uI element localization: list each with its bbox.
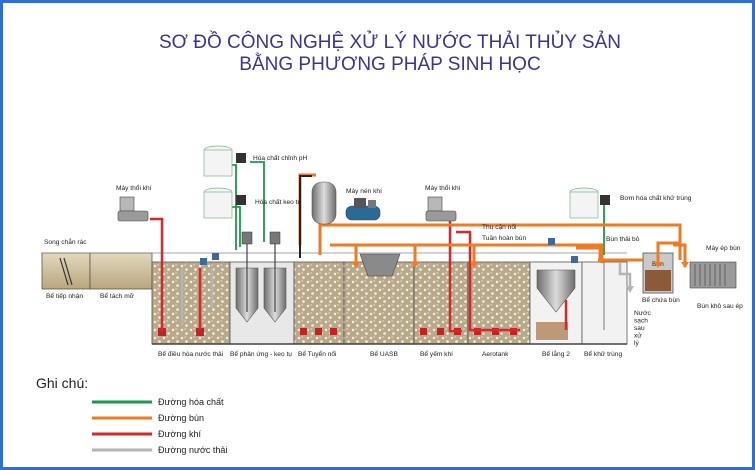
arrow [681,262,689,268]
title-line-1: SƠ ĐỒ CÔNG NGHỆ XỬ LÝ NƯỚC THẢI THỦY SẢN [159,31,621,53]
legend-label: Đường nước thải [158,445,227,455]
arrow [626,286,634,293]
tank-label: Bể khử trùng [584,350,622,358]
arrow [470,262,478,268]
arrow [352,262,360,268]
arrow [654,262,662,268]
tank-label: Bể UASB [370,350,398,358]
legend-label: Đường hóa chất [158,397,224,407]
flotation-pipe [299,175,312,258]
clean-water-line: lý [634,340,639,347]
label-sludge-recovery: Thu cặn nổi [482,223,517,231]
label-blower-left: Máy thổi khí [116,184,152,192]
air-line [150,217,568,333]
clean-water-line: sau [634,325,645,332]
clean-water-line: sạch [634,318,648,325]
clarifier-sludge [536,322,568,340]
chem-tank-coag [203,187,246,219]
tank-label: Aerotank [482,351,509,358]
chem-tank-ph [203,145,246,177]
title-line-2: BẰNG PHƯƠNG PHÁP SINH HỌC [239,53,540,75]
pressure-tank [311,181,337,225]
screen-bar [59,257,69,286]
clean-water-line: xử [634,332,642,340]
tank-label: Bể chứa bùn [642,296,680,304]
mixer-motor [241,231,253,245]
tank-label: Bể yếm khí [420,349,453,358]
tank-label: Bể Tuyển nổi [298,350,337,358]
blower-left [117,196,149,222]
label-chem-coag: Hóa chất keo tụ [255,197,302,206]
valve [200,238,578,265]
air-compressor [345,198,381,221]
tank-label: Bể lắng 2 [542,349,570,358]
mixer-motor [269,231,281,245]
sludge-line [298,173,687,267]
arrow [411,262,419,268]
tank-label: Bể tiếp nhận [46,291,83,300]
chemical-line [232,161,605,255]
legend-label: Đường bùn [158,413,204,423]
wastewater-line [180,262,632,326]
label-sludge-waste: Bùn thải bỏ [606,235,640,243]
tank-label: Bể phản ứng - keo tụ [230,350,292,358]
label-dry-sludge: Bùn khô sau ép [697,303,743,310]
legend-heading: Ghi chú: [36,375,88,391]
tank-label: Bể tách mỡ [100,292,135,300]
chem-tank-disinfect [569,187,610,219]
tank-label: Bể điều hòa nước thải [158,349,224,358]
legend-label: Đường khí [158,429,201,439]
tank-grease-trap [89,252,153,290]
label-disinfect-pump-text: Bơm hóa chất khử trùng [620,193,692,202]
tank-reception [41,252,91,290]
label-clean-water: Nước sạch sau xử lý [634,310,653,347]
label-filter-press: Máy ép bùn [706,245,741,252]
label-screen: Song chắn rác [44,237,87,246]
label-disinfect-pump: Bơm hóa chất khử trùng [620,193,692,202]
blower-right [425,196,457,222]
clean-water-line: Nước [634,310,651,317]
filter-press [689,261,737,289]
label-sludge-recirc: Tuần hoàn bùn [482,233,526,242]
label-blower-right: Máy thổi khí [425,184,461,192]
screen-bar [63,257,73,286]
label-chem-ph: Hóa chất chỉnh pH [253,153,307,162]
label-compressor: Máy nén khí [346,188,382,195]
uasb-hood [359,253,401,277]
sludge-content [645,270,671,291]
